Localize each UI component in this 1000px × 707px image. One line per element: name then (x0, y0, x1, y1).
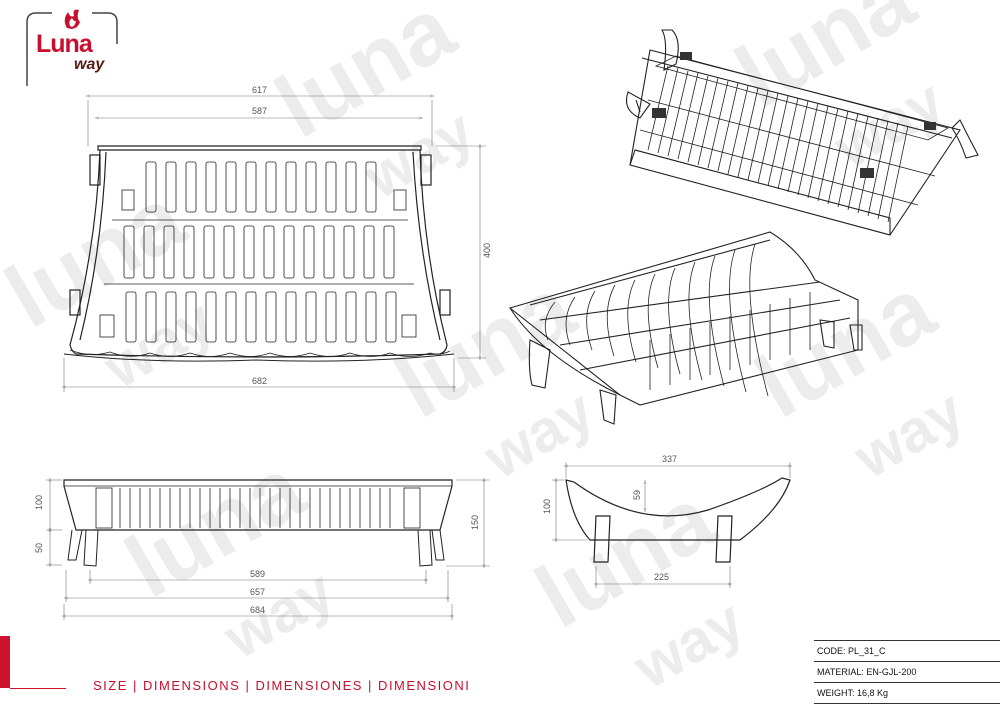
front-view-drawing (63, 479, 453, 567)
dim-front-length-inner: 589 (250, 569, 265, 579)
side-view-drawing (565, 477, 791, 563)
spec-row-code: CODE:PL_31_C (814, 640, 1000, 661)
dim-front-height-total: 150 (470, 515, 480, 530)
dim-top-width-outer: 617 (252, 85, 267, 95)
footer-rule (10, 688, 66, 689)
spec-weight-value: 16,8 Kg (857, 688, 889, 698)
spec-material-value: EN-GJL-200 (866, 667, 917, 677)
spec-row-material: MATERIAL:EN-GJL-200 (814, 661, 1000, 682)
footer-title: SIZE | DIMENSIONS | DIMENSIONES | DIMENS… (93, 678, 471, 693)
dim-side-width-top: 337 (662, 454, 677, 464)
top-view-dimensions (64, 96, 486, 392)
dim-front-height-upper: 100 (34, 495, 44, 510)
dim-front-length-mid: 657 (250, 587, 265, 597)
side-view-dimensions (552, 462, 790, 588)
dim-top-width-inner: 587 (252, 106, 267, 116)
spec-table: CODE:PL_31_C MATERIAL:EN-GJL-200 WEIGHT:… (814, 640, 1000, 704)
spec-code-value: PL_31_C (848, 646, 886, 656)
logo-frame-icon (26, 9, 118, 86)
spec-weight-label: WEIGHT: (817, 688, 855, 698)
brand-logo: Luna way (22, 8, 122, 88)
top-view-drawing (63, 145, 455, 362)
spec-code-label: CODE: (817, 646, 846, 656)
spec-material-label: MATERIAL: (817, 667, 864, 677)
accent-bar (0, 636, 10, 688)
front-view-dimensions (46, 480, 490, 620)
isometric-view-front (508, 231, 863, 425)
dim-side-width-base: 225 (654, 572, 669, 582)
dim-front-length-total: 684 (250, 605, 265, 615)
dim-top-depth: 400 (482, 243, 492, 258)
spec-row-weight: WEIGHT:16,8 Kg (814, 682, 1000, 704)
isometric-view-back (625, 29, 979, 236)
logo-wordmark: Luna (36, 30, 93, 58)
dim-top-width-base: 682 (252, 376, 267, 386)
dim-side-height: 100 (542, 499, 552, 514)
dim-front-height-leg: 50 (34, 543, 44, 553)
logo-subword: way (74, 56, 105, 73)
dim-side-curve-depth: 59 (632, 490, 642, 500)
